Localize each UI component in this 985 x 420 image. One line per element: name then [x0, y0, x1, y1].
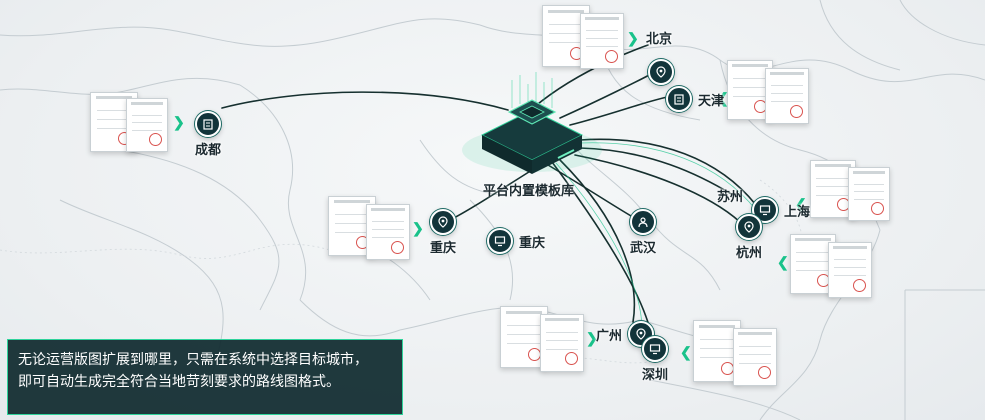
city-label: 成都	[195, 143, 222, 158]
platform-label: 平台内置模板库	[483, 184, 575, 199]
doc-stack-tianjin	[727, 60, 809, 124]
caption-line-2: 即可自动生成完全符合当地苛刻要求的路线图格式。	[18, 374, 340, 390]
chevron-right-icon: ❯	[586, 330, 598, 346]
city-label: 重庆	[519, 235, 546, 251]
doc-stack-hangzhou	[790, 234, 872, 298]
city-label: 深圳	[642, 368, 669, 383]
city-label: 广州	[596, 328, 623, 344]
city-label: 北京	[646, 32, 673, 47]
city-beijing-marker[interactable]	[648, 59, 674, 85]
monitor-icon	[642, 336, 668, 362]
caption-box: 无论运营版图扩展到哪里，只需在系统中选择目标城市， 即可自动生成完全符合当地苛刻…	[7, 339, 403, 415]
monitor-icon	[487, 228, 513, 254]
person-icon	[630, 209, 656, 235]
monitor-icon	[752, 197, 778, 223]
city-chengdu[interactable]: 成都	[195, 111, 221, 158]
city-guangzhou[interactable]: 广州	[596, 321, 655, 347]
city-shenzhen[interactable]: 深圳	[642, 336, 668, 383]
doc-stack-chongqing	[328, 196, 410, 260]
chevron-left-icon: ❮	[795, 196, 807, 212]
city-label: 天津	[698, 93, 725, 109]
city-shanghai[interactable]: 上海	[752, 197, 810, 223]
city-chongqing-a[interactable]: 重庆	[430, 209, 456, 256]
chevron-left-icon: ❮	[777, 254, 789, 270]
doc-stack-beijing	[542, 5, 624, 69]
doc-stack-guangzhou	[500, 306, 584, 372]
chevron-right-icon: ❯	[173, 114, 185, 130]
map-pin-icon	[736, 214, 762, 240]
doc-stack-shanghai	[810, 160, 890, 221]
city-suzhou[interactable]: 苏州	[717, 186, 743, 205]
chevron-left-icon: ❮	[680, 344, 692, 360]
building-icon	[666, 86, 692, 112]
chevron-right-icon: ❯	[627, 30, 639, 46]
doc-stack-chengdu	[90, 92, 170, 152]
chevron-right-icon: ❯	[412, 220, 424, 236]
caption-line-1: 无论运营版图扩展到哪里，只需在系统中选择目标城市，	[18, 352, 368, 368]
building-icon	[195, 111, 221, 137]
chevron-left-icon: ❮	[717, 90, 729, 106]
city-hangzhou[interactable]: 杭州	[736, 214, 762, 261]
city-chongqing-b[interactable]: 重庆	[487, 228, 545, 254]
city-label: 苏州	[717, 190, 744, 205]
doc-stack-shenzhen	[693, 320, 777, 386]
city-wuhan[interactable]: 武汉	[630, 209, 656, 256]
city-beijing[interactable]: 北京	[646, 28, 672, 47]
city-label: 重庆	[430, 241, 457, 256]
city-tianjin[interactable]: 天津	[666, 86, 724, 112]
map-pin-icon	[648, 59, 674, 85]
map-pin-icon	[628, 321, 655, 347]
city-label: 上海	[784, 204, 811, 220]
map-pin-icon	[430, 209, 456, 235]
city-label: 杭州	[736, 246, 763, 261]
city-label: 武汉	[630, 241, 657, 256]
